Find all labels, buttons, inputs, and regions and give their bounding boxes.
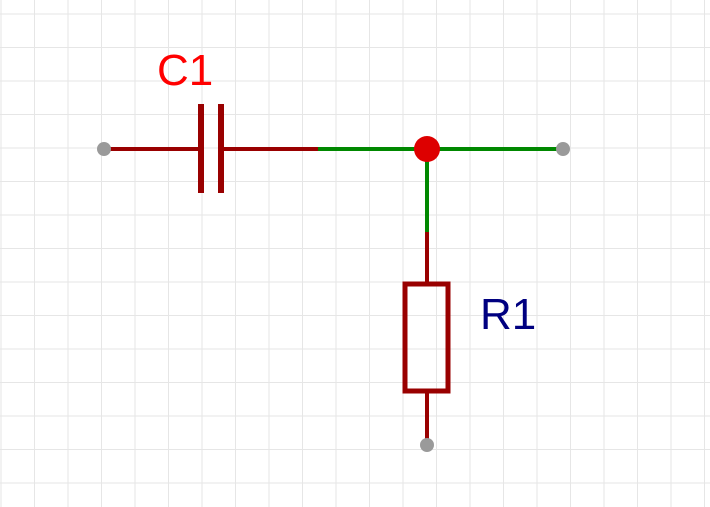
c1-designator: C1 bbox=[157, 46, 213, 95]
r1-designator: R1 bbox=[480, 290, 536, 339]
net-wires bbox=[318, 147, 563, 232]
resistor-r1[interactable]: R1 bbox=[402, 232, 536, 445]
pin-left-terminal[interactable] bbox=[97, 142, 111, 156]
pin-right-terminal[interactable] bbox=[556, 142, 570, 156]
pin-bottom-terminal[interactable] bbox=[420, 438, 434, 452]
junction-dot[interactable] bbox=[414, 136, 440, 162]
capacitor-c1[interactable]: C1 bbox=[104, 46, 318, 193]
pins bbox=[97, 142, 570, 452]
r1-body bbox=[402, 281, 451, 394]
